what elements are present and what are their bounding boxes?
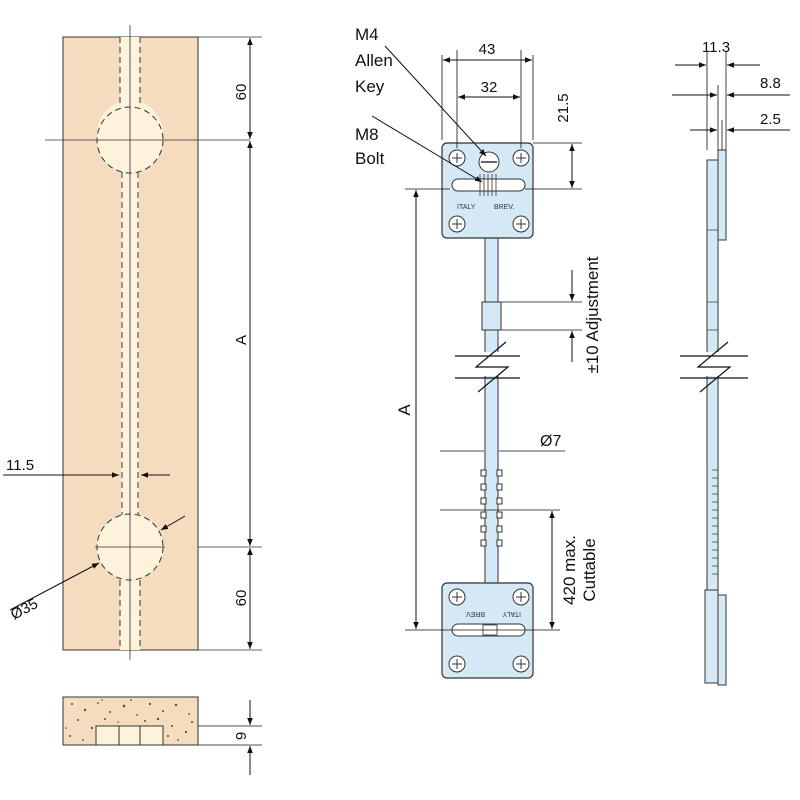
side-top-plate: [717, 149, 727, 241]
front-view: ITALY BREV. ITALY BREV.: [355, 25, 602, 679]
dim-hole-spacing: 32: [481, 79, 498, 96]
stamp-brev-bottom: BREV.: [465, 610, 485, 617]
dim-depth-9: 9: [233, 732, 250, 740]
dim-bottom-60: 60: [233, 590, 250, 607]
stamp-italy-top: ITALY: [457, 204, 476, 211]
section-groove: [95, 725, 164, 746]
section-view: 9: [62, 696, 262, 775]
label-bolt-line1: M8: [355, 125, 379, 144]
dim-hole-diameter: Ø35: [8, 595, 41, 623]
dim-top-60: 60: [233, 84, 250, 101]
dim-side-total: 11.3: [702, 39, 730, 56]
tension-rod: [484, 234, 499, 584]
stamp-italy-bottom: ITALY: [502, 610, 521, 617]
speckle-pattern: [65, 699, 193, 741]
dim-adjustment: ±10 Adjustment: [583, 256, 602, 373]
dim-cuttable-line1: 420 max.: [560, 535, 579, 605]
cut-notches: [480, 469, 503, 547]
rod-coupler: [481, 301, 502, 331]
routing-view: 60 A 60 11.5 Ø35: [3, 25, 262, 660]
stamp-brev-top: BREV.: [494, 204, 514, 211]
label-allen-key-line1: M4: [355, 25, 379, 44]
dim-length-a-right: A: [395, 404, 414, 416]
dim-side-plate: 8.8: [760, 75, 781, 92]
dim-rod-diameter: Ø7: [540, 433, 561, 450]
label-allen-key-line2: Allen: [355, 51, 393, 70]
top-bolt-slot: [451, 178, 526, 192]
label-allen-key-line3: Key: [355, 77, 385, 96]
break-symbol: [455, 341, 520, 393]
side-break-symbol: [680, 341, 748, 393]
label-bolt-line2: Bolt: [355, 149, 385, 168]
dim-cuttable-line2: Cuttable: [580, 538, 599, 601]
dim-slot-width: 11.5: [6, 457, 34, 474]
dim-plate-width: 43: [479, 41, 496, 58]
side-view: 11.3 8.8 2.5: [672, 39, 790, 686]
dim-side-thin: 2.5: [760, 111, 781, 128]
dim-plate-offset: 21.5: [555, 93, 572, 122]
dim-length-a-left: A: [233, 335, 250, 345]
side-bottom-plate: [717, 594, 727, 686]
